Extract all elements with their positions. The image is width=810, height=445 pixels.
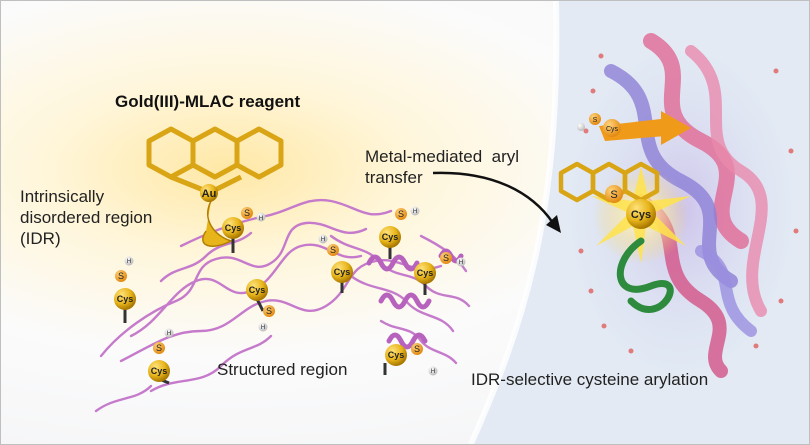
svg-text:H: H	[167, 331, 171, 337]
panel-divider	[468, 1, 560, 444]
cys-residue: Cys S H	[318, 234, 353, 293]
structured-region-label: Structured region	[217, 360, 348, 379]
svg-text:S: S	[398, 209, 404, 219]
cys-residue: Cys S H	[222, 207, 266, 253]
idr-label-line: Intrinsically	[20, 187, 105, 206]
outcome-label: IDR-selective cysteine arylation	[471, 370, 709, 389]
svg-text:H: H	[459, 260, 463, 266]
svg-text:S: S	[244, 208, 250, 218]
transfer-label-line: transfer	[365, 168, 423, 187]
idr-label-line: disordered region	[20, 208, 153, 227]
bound-aryl-rings	[558, 161, 660, 203]
idr-strand	[616, 237, 674, 313]
svg-text:H: H	[413, 209, 417, 215]
svg-text:Cys: Cys	[388, 350, 405, 360]
cys-residue: Cys S H	[414, 252, 466, 295]
svg-text:S: S	[610, 189, 617, 201]
svg-text:Cys: Cys	[117, 294, 134, 304]
cys-residue: Cys S H	[383, 343, 438, 376]
svg-text:Cys: Cys	[606, 126, 619, 133]
svg-text:S: S	[156, 343, 162, 353]
svg-text:Cys: Cys	[382, 232, 399, 242]
left-helices	[366, 248, 464, 350]
transfer-label-line: Metal-mediated aryl	[365, 147, 520, 166]
cys-residue: Cys S H	[114, 256, 136, 323]
gold-linker	[202, 200, 233, 247]
helix-bundle	[604, 33, 768, 378]
surface-cys: Cys S	[577, 113, 621, 137]
cys-residue: Cys S H	[379, 206, 420, 259]
svg-text:Au: Au	[202, 188, 217, 200]
idr-label: Intrinsically disordered region (IDR)	[20, 186, 220, 249]
transfer-arrowhead	[546, 215, 561, 233]
svg-text:H: H	[127, 259, 131, 265]
transfer-arrow	[432, 171, 555, 224]
svg-text:S: S	[593, 117, 598, 124]
gold-reagent-molecule	[146, 126, 284, 194]
svg-text:H: H	[261, 325, 265, 331]
svg-text:S: S	[118, 271, 124, 281]
svg-text:Cys: Cys	[151, 366, 168, 376]
svg-text:S: S	[266, 306, 272, 316]
strand-arrow	[661, 111, 691, 145]
svg-text:Cys: Cys	[334, 267, 351, 277]
idr-label-line: (IDR)	[20, 229, 61, 248]
svg-text:H: H	[431, 369, 435, 375]
svg-text:Cys: Cys	[631, 209, 651, 221]
svg-text:H: H	[321, 237, 325, 243]
svg-text:S: S	[414, 344, 420, 354]
arylated-cys: Cys S	[605, 185, 656, 229]
figure-title: Gold(III)-MLAC reagent	[115, 92, 301, 111]
svg-text:Cys: Cys	[249, 285, 266, 295]
cys-residue: Cys S H	[148, 328, 174, 385]
svg-text:H: H	[259, 216, 263, 222]
gold-atom: Au	[200, 184, 218, 202]
svg-text:S: S	[330, 245, 336, 255]
svg-text:S: S	[443, 253, 449, 263]
svg-text:Cys: Cys	[417, 268, 434, 278]
cys-residue: Cys S H	[246, 279, 275, 332]
transfer-label: Metal-mediated aryl transfer	[365, 146, 565, 188]
svg-text:Cys: Cys	[225, 223, 242, 233]
surface-dots	[578, 53, 799, 354]
